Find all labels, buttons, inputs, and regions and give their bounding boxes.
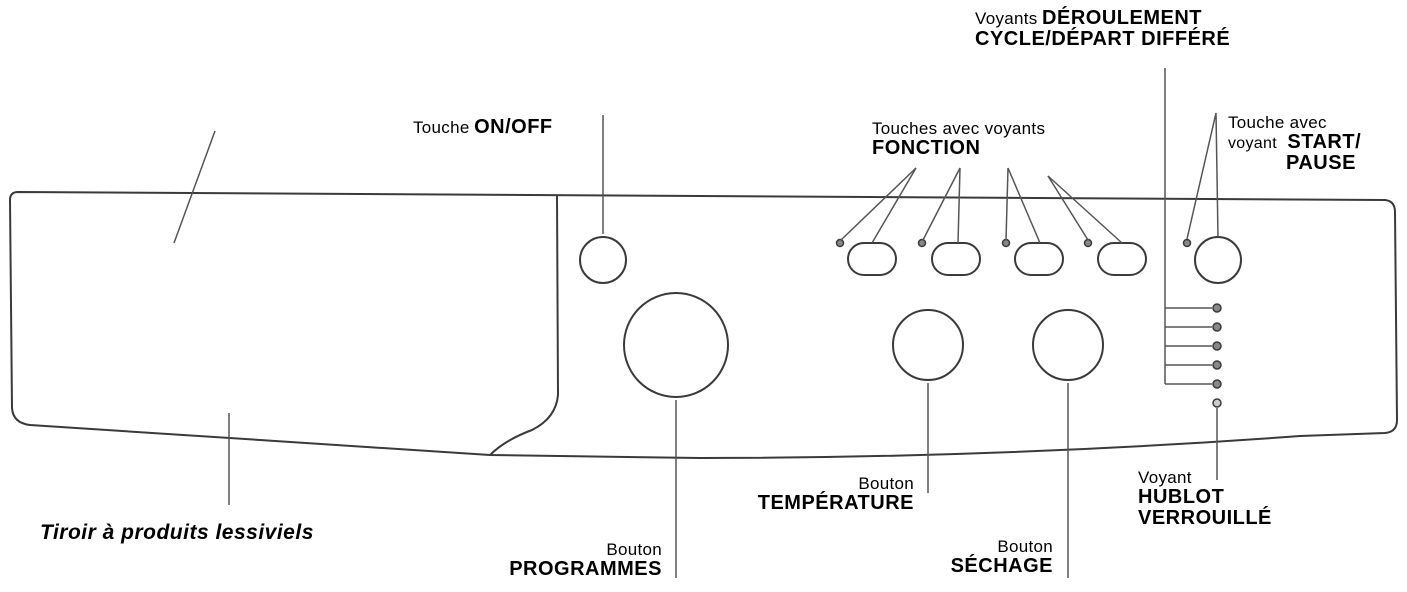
- deroulement-label-small: Voyants: [975, 9, 1038, 28]
- hublot-label-small: Voyant: [1138, 468, 1192, 487]
- cycle-led-1: [1212, 303, 1222, 313]
- start-label-bold1: START/: [1287, 130, 1362, 153]
- fonction-label-small: Touches avec voyants: [872, 119, 1046, 138]
- fonction-label-bold: FONCTION: [872, 136, 981, 159]
- programmes-label-bold: PROGRAMMES: [509, 557, 662, 580]
- start-pause-label: Touche avec voyant START/ PAUSE: [1228, 114, 1361, 174]
- temperature-label-bold: TEMPÉRATURE: [757, 491, 914, 514]
- fonction-label: Touches avec voyants FONCTION: [872, 120, 1045, 159]
- start-label-small1: Touche avec: [1228, 113, 1327, 132]
- programmes-label: Bouton PROGRAMMES: [466, 541, 662, 580]
- onoff-label: Touche ON/OFF: [413, 117, 553, 138]
- temperature-knob[interactable]: [892, 309, 964, 381]
- function-led-3: [1001, 238, 1011, 248]
- panel-outline: [8, 190, 1399, 460]
- temperature-label-small: Bouton: [858, 474, 914, 493]
- start-pause-button[interactable]: [1194, 236, 1242, 284]
- cycle-progress-leds: [1212, 303, 1222, 408]
- deroulement-label-bold2: CYCLE/DÉPART DIFFÉRÉ: [975, 28, 1231, 50]
- sechage-label-bold: SÉCHAGE: [950, 554, 1053, 577]
- sechage-label-small: Bouton: [997, 537, 1053, 556]
- temperature-label: Bouton TEMPÉRATURE: [710, 475, 914, 514]
- onoff-button[interactable]: [579, 236, 627, 284]
- start-label-small2: voyant: [1228, 134, 1277, 152]
- deroulement-label: Voyants DÉROULEMENT CYCLE/DÉPART DIFFÉRÉ: [975, 8, 1230, 50]
- sechage-label: Bouton SÉCHAGE: [905, 538, 1053, 577]
- function-led-4: [1083, 238, 1093, 248]
- function-button-4[interactable]: [1097, 242, 1147, 276]
- deroulement-label-bold1: DÉROULEMENT: [1042, 7, 1202, 29]
- programmes-label-small: Bouton: [606, 540, 662, 559]
- function-button-1[interactable]: [847, 242, 897, 276]
- hublot-label: Voyant HUBLOT VERROUILLÉ: [1138, 469, 1272, 529]
- function-button-2[interactable]: [931, 242, 981, 276]
- programmes-knob[interactable]: [623, 292, 729, 398]
- onoff-label-small: Touche: [413, 118, 470, 137]
- tiroir-label: Tiroir à produits lessiviels: [40, 521, 314, 544]
- drawer-divider: [489, 194, 560, 456]
- start-label-bold2: PAUSE: [1286, 151, 1356, 174]
- start-pause-led: [1182, 238, 1192, 248]
- cycle-led-4: [1212, 360, 1222, 370]
- function-led-2: [917, 238, 927, 248]
- onoff-label-bold: ON/OFF: [474, 116, 553, 138]
- tiroir-label-bold: Tiroir à produits lessiviels: [40, 521, 314, 544]
- cycle-led-3: [1212, 341, 1222, 351]
- leader-lines: [173, 68, 1219, 578]
- cycle-led-2: [1212, 322, 1222, 332]
- hublot-label-bold1: HUBLOT: [1138, 485, 1225, 508]
- function-led-1: [835, 238, 845, 248]
- function-buttons: [835, 238, 1147, 276]
- function-button-3[interactable]: [1014, 242, 1064, 276]
- cycle-led-5: [1212, 379, 1222, 389]
- hublot-label-bold2: VERROUILLÉ: [1138, 506, 1272, 529]
- sechage-knob[interactable]: [1032, 309, 1104, 381]
- door-lock-led: [1212, 398, 1222, 408]
